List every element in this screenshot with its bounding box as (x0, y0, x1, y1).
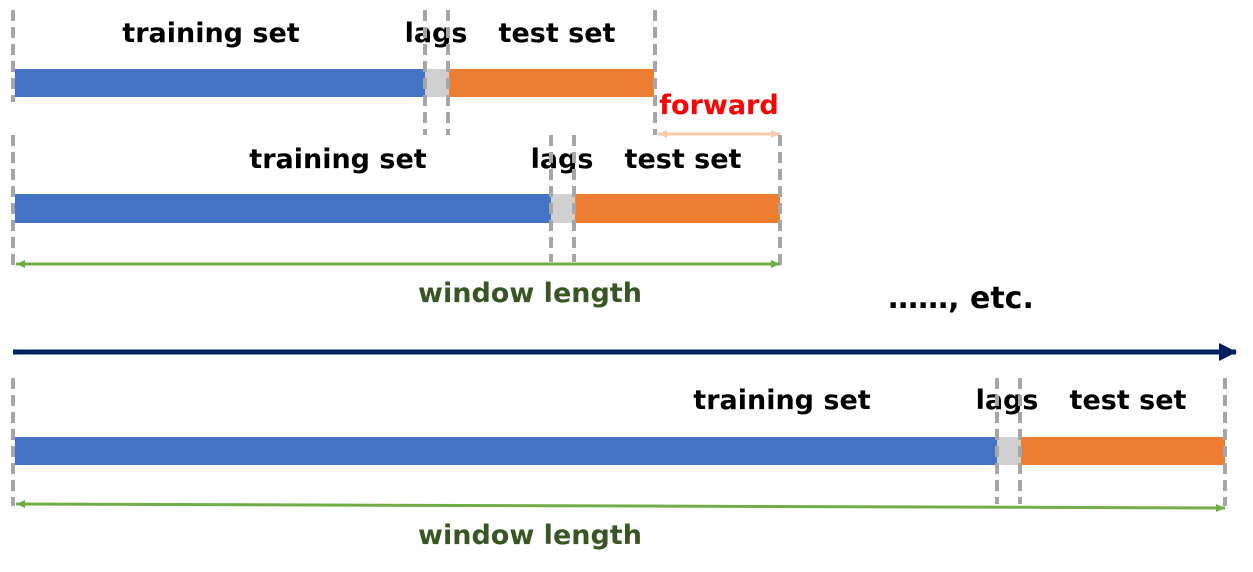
row-2: training set lags test set window length (11, 135, 782, 309)
row-3-window-arrow (15, 500, 1226, 512)
row-1-test-bar (449, 69, 654, 97)
row-2-training-label: training set (249, 144, 427, 175)
row-2-window-label: window length (418, 278, 642, 309)
row-3-test-label: test set (1070, 385, 1187, 416)
row-3-window-label: window length (418, 520, 642, 551)
row-3-training-bar (15, 437, 997, 465)
row-2-lags-bar (551, 194, 575, 223)
row-1: training set lags test set (11, 10, 657, 135)
forward-indicator: forward (658, 90, 780, 138)
forward-label: forward (659, 90, 778, 121)
row-1-training-label: training set (122, 18, 300, 49)
row-2-lags-label: lags (531, 144, 594, 175)
row-2-test-bar (575, 194, 780, 223)
row-3-lags-label: lags (976, 385, 1039, 416)
row-3-training-label: training set (693, 385, 871, 416)
row-3: training set lags test set window length (11, 378, 1227, 551)
continuation-label: ……, etc. (888, 281, 1034, 316)
row-1-lags-label: lags (405, 18, 468, 49)
row-3-test-bar (1021, 437, 1225, 465)
row-1-test-label: test set (499, 18, 616, 49)
row-1-training-bar (15, 69, 425, 97)
row-3-lags-bar (997, 437, 1021, 465)
row-1-lags-bar (425, 69, 449, 97)
row-2-test-label: test set (625, 144, 742, 175)
row-2-training-bar (15, 194, 551, 223)
